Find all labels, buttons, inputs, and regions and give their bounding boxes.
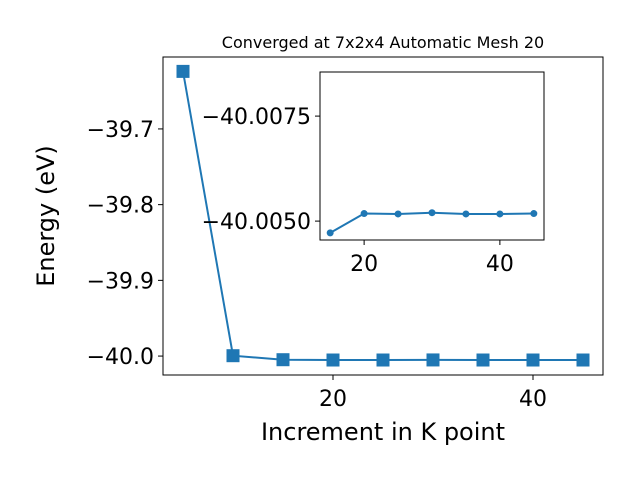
x-tick-label: 20 xyxy=(350,252,378,277)
y-axis-label: Energy (eV) xyxy=(32,145,60,287)
data-point xyxy=(462,210,470,218)
data-point xyxy=(276,353,290,367)
data-point xyxy=(376,353,390,367)
inset-series xyxy=(326,209,538,237)
inset-plot-frame xyxy=(319,71,545,241)
inset-y-axis: −40.0050 −40.0075 xyxy=(202,105,320,235)
x-tick-label: 40 xyxy=(486,252,514,277)
y-tick-label: −39.7 xyxy=(87,118,154,143)
x-tick-label: 40 xyxy=(519,387,547,412)
x-axis-label: Increment in K point xyxy=(261,418,505,446)
x-tick-label: 20 xyxy=(319,387,347,412)
data-point xyxy=(496,210,504,218)
y-tick-label: −40.0050 xyxy=(202,210,311,235)
data-point xyxy=(326,229,334,237)
data-point xyxy=(426,353,440,367)
data-point xyxy=(530,210,538,218)
y-tick-label: −39.8 xyxy=(87,194,154,219)
main-plot-frame xyxy=(162,56,604,376)
chart-title: Converged at 7x2x4 Automatic Mesh 20 xyxy=(222,33,544,52)
data-point xyxy=(476,353,490,367)
data-point xyxy=(360,210,368,218)
main-y-axis: −39.7 −39.8 −39.9 −40.0 xyxy=(87,118,163,370)
main-series xyxy=(176,64,590,367)
y-tick-label: −40.0 xyxy=(87,345,154,370)
data-point xyxy=(394,210,402,218)
data-point xyxy=(326,353,340,367)
data-point xyxy=(226,349,240,363)
data-point xyxy=(176,64,190,78)
y-tick-label: −40.0075 xyxy=(202,105,311,130)
data-point xyxy=(576,353,590,367)
data-point xyxy=(428,209,436,217)
data-point xyxy=(526,353,540,367)
y-tick-label: −39.9 xyxy=(87,269,154,294)
